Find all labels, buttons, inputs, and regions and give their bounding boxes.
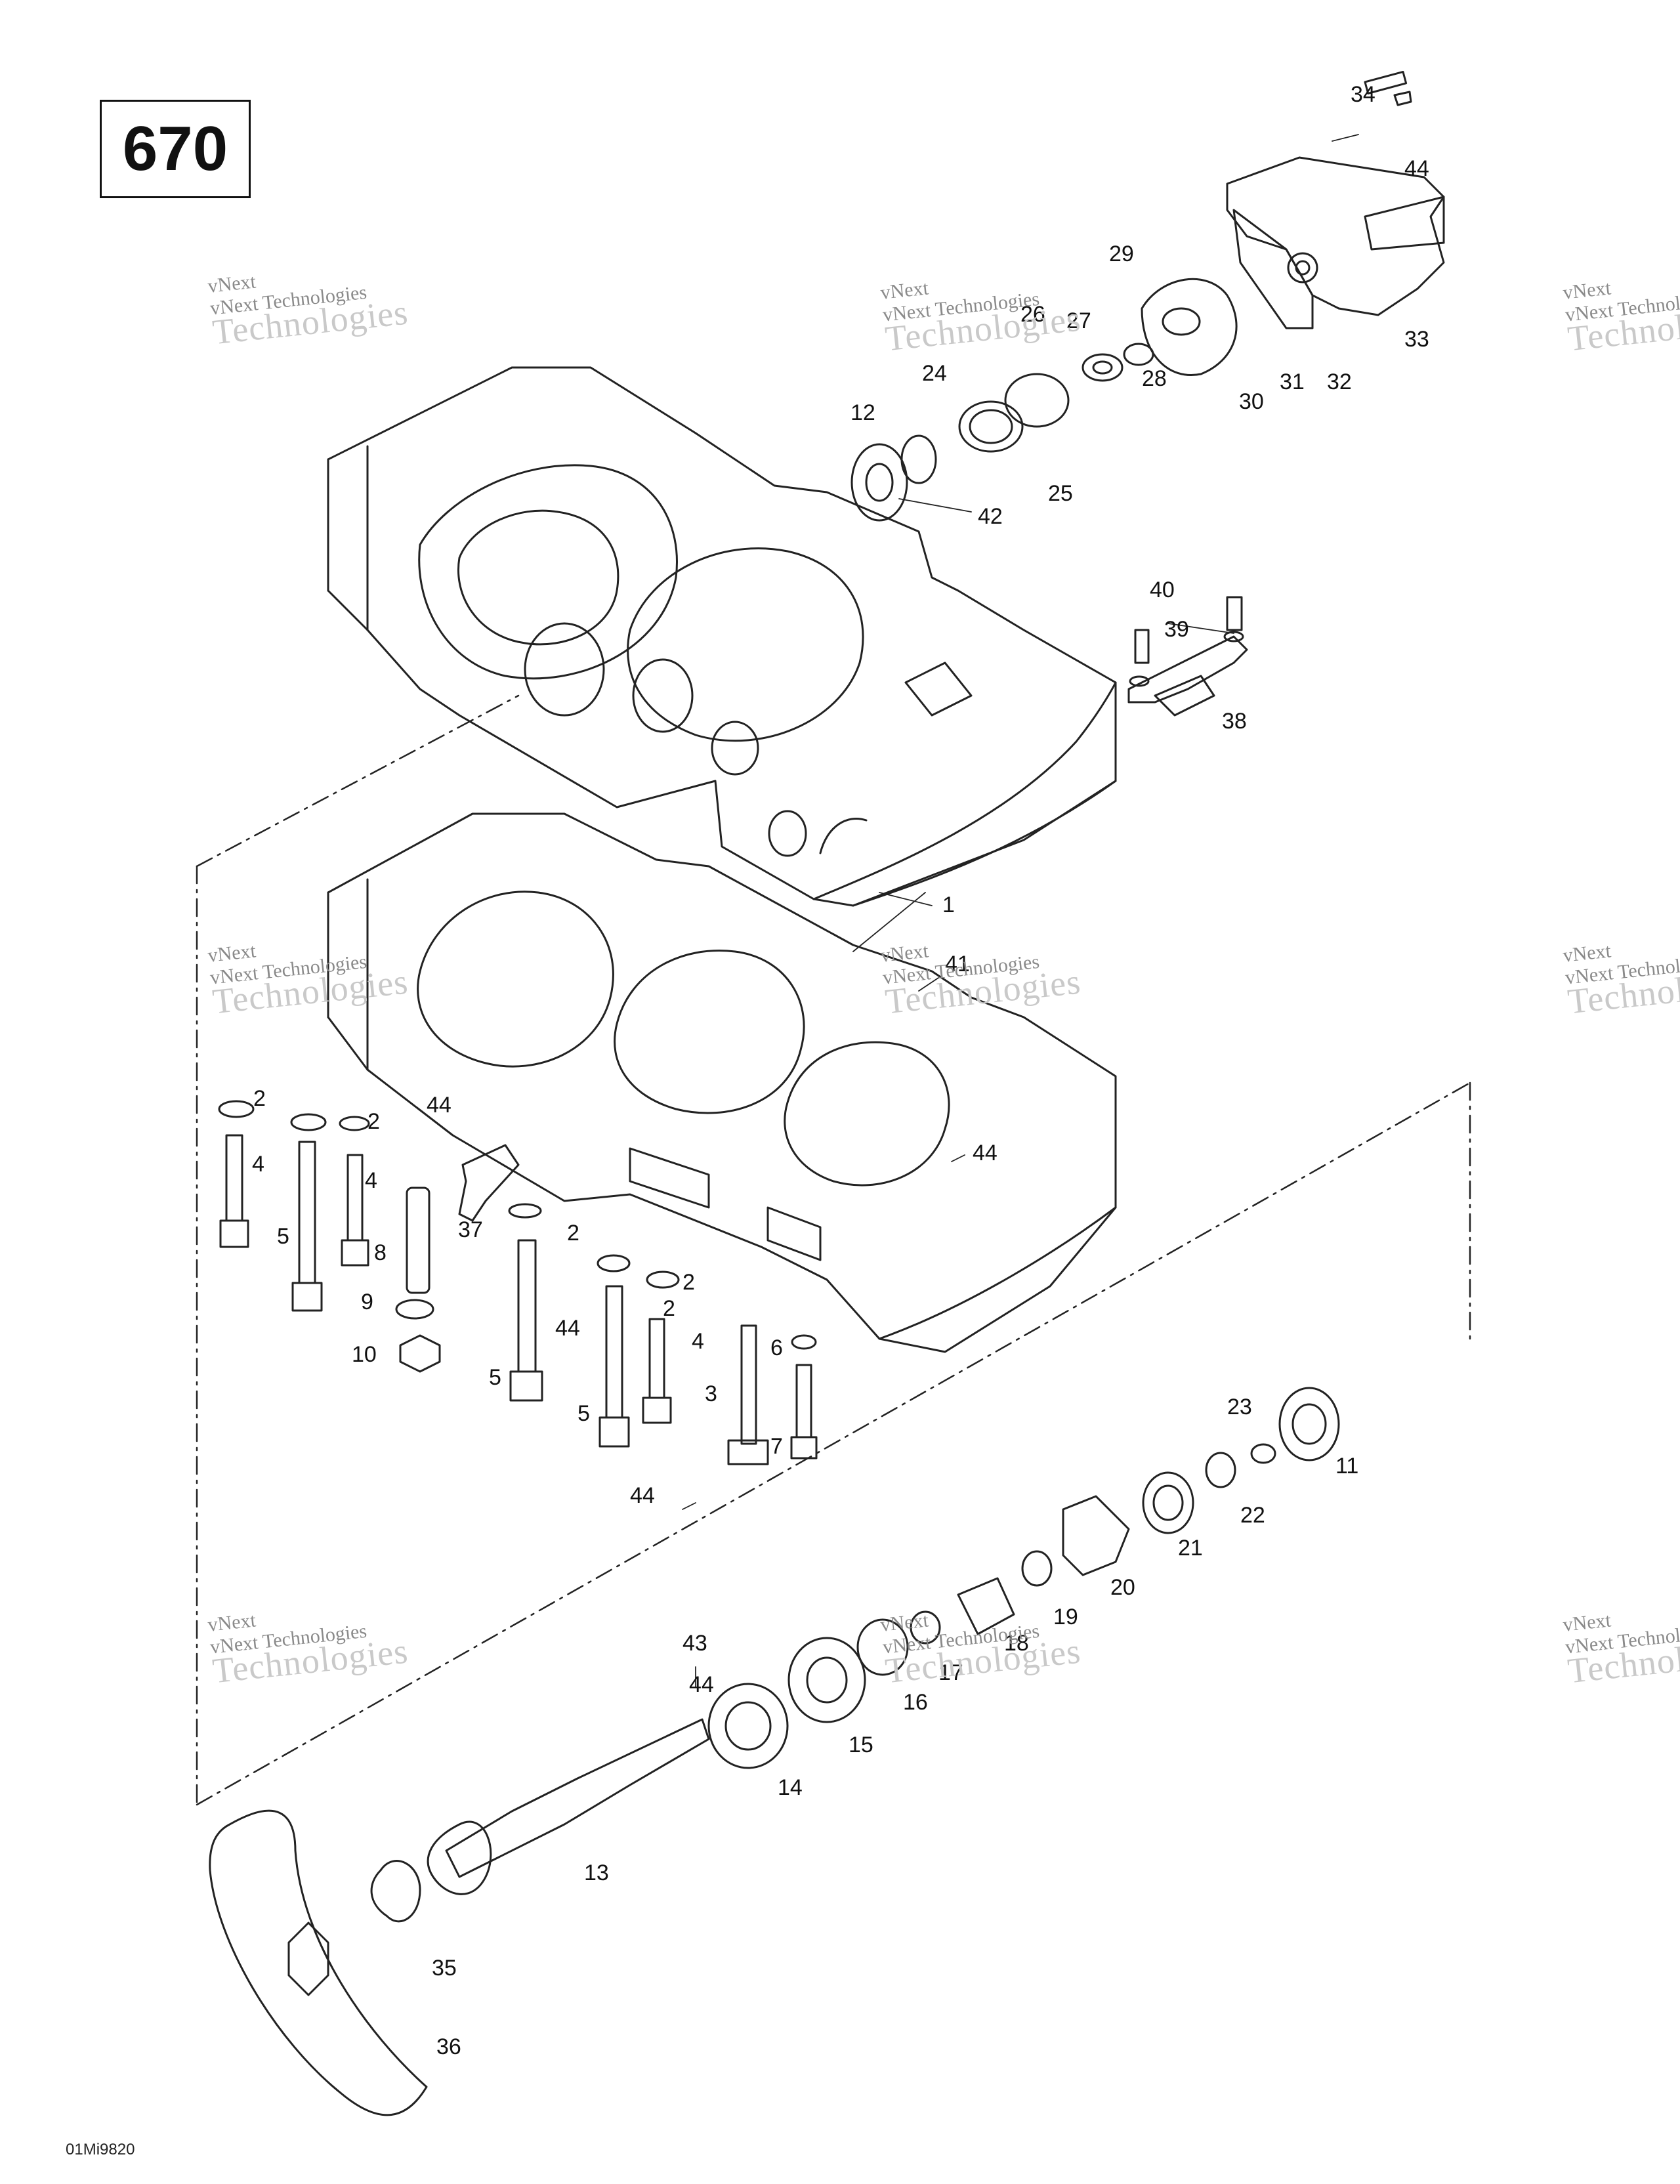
part-label: 4	[692, 1329, 704, 1354]
diagram-reference-code: 01Mi9820	[66, 2141, 135, 2158]
part-label: 25	[1048, 481, 1073, 506]
part-label: 2	[682, 1270, 695, 1295]
part-label: 4	[365, 1168, 377, 1193]
part-label: 13	[584, 1860, 609, 1885]
part-label: 14	[778, 1775, 803, 1800]
part-label: 35	[432, 1956, 457, 1981]
part-label: 2	[368, 1109, 380, 1134]
part-label: 44	[689, 1672, 714, 1697]
part-label: 38	[1222, 709, 1247, 734]
assembly-boundary-lower	[196, 1082, 1471, 1806]
part-label: 22	[1240, 1503, 1265, 1528]
pump-assembly	[850, 70, 1445, 522]
shaft-assembly	[209, 1387, 1340, 2116]
part-label: 37	[458, 1217, 483, 1242]
part-label: 28	[1142, 366, 1167, 391]
model-number-box: 670	[100, 100, 251, 198]
part-label: 31	[1280, 369, 1305, 394]
part-label: 12	[850, 400, 875, 425]
part-label: 16	[903, 1690, 928, 1715]
part-label: 15	[849, 1732, 873, 1757]
part-label: 21	[1178, 1536, 1203, 1561]
part-label: 34	[1351, 82, 1376, 107]
upper-crankcase	[327, 366, 1117, 907]
part-label: 11	[1335, 1454, 1358, 1479]
part-label: 36	[436, 2034, 461, 2059]
part-label: 44	[973, 1141, 998, 1166]
part-label: 5	[489, 1365, 501, 1390]
part-label: 8	[374, 1240, 387, 1265]
part-label: 5	[277, 1224, 289, 1249]
part-label: 32	[1327, 369, 1352, 394]
part-label: 43	[682, 1631, 707, 1656]
part-label: 44	[1404, 156, 1429, 181]
part-label: 3	[705, 1381, 717, 1406]
part-label: 42	[978, 504, 1003, 529]
part-label: 44	[630, 1483, 655, 1508]
part-label: 27	[1066, 308, 1091, 333]
part-label: 26	[1020, 302, 1045, 327]
part-label: 6	[770, 1335, 783, 1360]
part-label: 29	[1109, 242, 1134, 266]
assembly-boundary-upper	[196, 694, 520, 1806]
leader-lines	[682, 134, 1359, 1687]
part-label: 20	[1110, 1575, 1135, 1600]
part-label: 39	[1164, 617, 1189, 642]
part-label: 10	[352, 1342, 377, 1367]
part-label: 24	[922, 361, 947, 386]
part-label: 23	[1227, 1395, 1252, 1419]
part-label: 2	[663, 1296, 675, 1321]
part-label: 5	[578, 1401, 590, 1426]
part-label: 2	[253, 1086, 266, 1111]
bracket-assembly	[1127, 596, 1248, 717]
part-label: 2	[567, 1221, 579, 1246]
part-label: 41	[945, 952, 970, 976]
part-label: 18	[1004, 1631, 1029, 1656]
part-label: 7	[770, 1434, 783, 1459]
part-labels: 1 2 2 2 2 2 3 4 4 4 5 5 5 6 7 8 9 10 11 …	[252, 82, 1429, 2059]
part-label: 40	[1150, 578, 1175, 602]
part-label: 9	[361, 1290, 373, 1314]
lower-crankcase	[327, 812, 1117, 1353]
part-label: 44	[427, 1093, 452, 1118]
part-label: 44	[555, 1316, 580, 1341]
part-label: 30	[1239, 389, 1264, 414]
part-label: 1	[942, 892, 955, 917]
part-label: 19	[1053, 1605, 1078, 1629]
part-label: 4	[252, 1152, 264, 1177]
model-number: 670	[122, 114, 228, 184]
fastener-group	[218, 1100, 818, 1465]
part-label: 33	[1404, 327, 1429, 352]
part-label: 17	[938, 1660, 963, 1685]
